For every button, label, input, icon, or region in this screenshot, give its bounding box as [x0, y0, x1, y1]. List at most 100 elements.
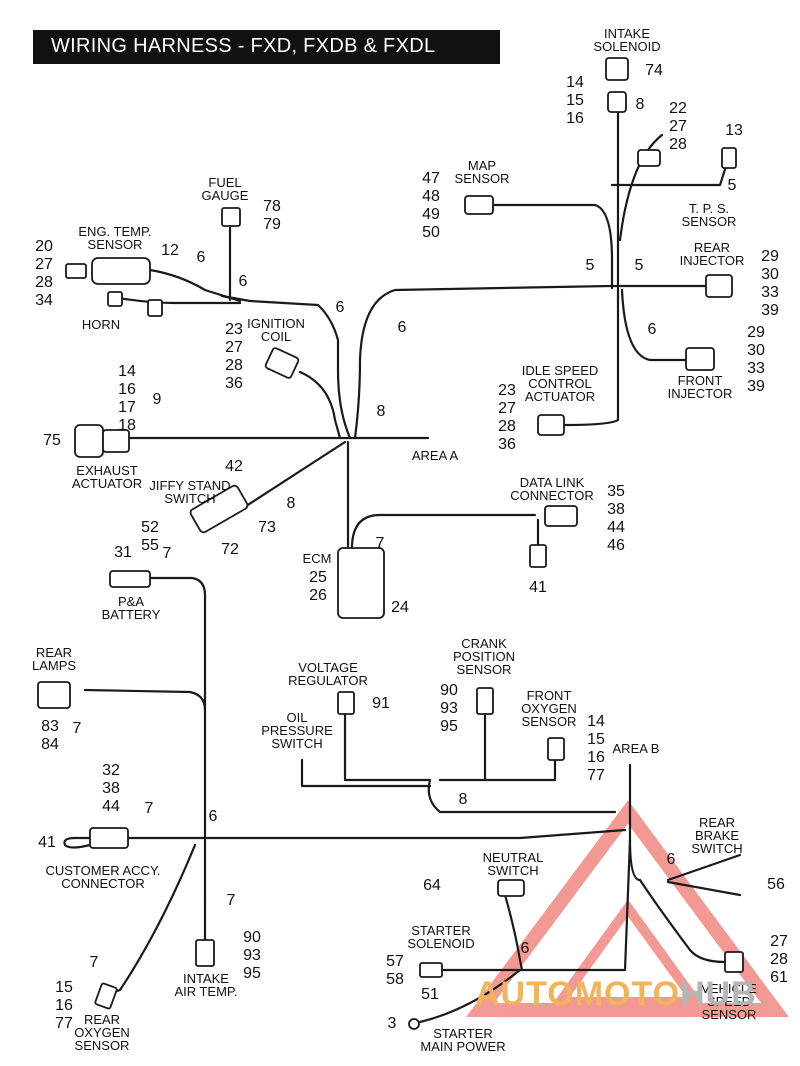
watermark-logo: AUTOMOTOHUB — [475, 975, 757, 1014]
callout-6-starter: 6 — [520, 940, 530, 957]
rear-oxygen-connector-icon — [94, 982, 118, 1010]
vreg-lead — [343, 708, 617, 814]
callout-91: 91 — [372, 695, 390, 712]
callout-12: 12 — [161, 242, 179, 259]
callout-31: 31 — [114, 544, 132, 561]
label-rear-oxygen: REAR OXYGEN SENSOR — [74, 1012, 130, 1053]
label-neutral-switch: NEUTRAL SWITCH — [482, 850, 544, 878]
callout-75: 75 — [43, 432, 61, 449]
map-sensor-connector-icon — [464, 195, 494, 215]
callout-9: 9 — [152, 391, 162, 408]
label-ecm: ECM — [302, 551, 332, 566]
voltage-regulator-connector-icon — [337, 691, 355, 715]
watermark-text-secondary: HUB — [680, 975, 757, 1013]
data-link-connector-icon — [544, 505, 578, 527]
label-area-a: AREA A — [411, 448, 459, 463]
label-rear-injector: REAR INJECTOR — [679, 240, 745, 268]
intake-solenoid-plug-icon — [607, 91, 627, 113]
callout-8-jiffy: 8 — [286, 495, 296, 512]
callout-56: 56 — [767, 876, 785, 893]
callout-6-front-inj: 6 — [647, 321, 657, 338]
rear-o2-lead — [103, 843, 197, 997]
right-column — [563, 108, 620, 427]
oil-pressure-lead — [300, 758, 432, 788]
battery-lead — [148, 576, 207, 902]
callout-8-area-a: 8 — [376, 403, 386, 420]
intake-air-temp-connector-icon — [195, 939, 215, 967]
label-ignition-coil: IGNITION COIL — [247, 316, 305, 344]
callout-29-30-33-39-rear: 29 30 33 39 — [761, 248, 779, 319]
label-jiffy-stand: JIFFY STAND SWITCH — [149, 478, 231, 506]
crank-position-connector-icon — [476, 687, 494, 715]
starter-lead — [438, 838, 632, 972]
label-customer-accy: CUSTOMER ACCY. CONNECTOR — [45, 863, 161, 891]
label-tps-sensor: T. P. S. SENSOR — [681, 201, 737, 229]
data-link-sensor-icon — [529, 544, 547, 568]
callout-23-27-28-36-ign: 23 27 28 36 — [225, 321, 243, 392]
callout-74: 74 — [645, 62, 663, 79]
ecm-to-datalink — [350, 513, 537, 550]
label-pa-battery: P&A BATTERY — [101, 594, 161, 622]
tps-lead — [610, 158, 730, 187]
callout-3: 3 — [387, 1015, 397, 1032]
ignition-coil-connector-icon — [264, 347, 300, 379]
callout-7-battery: 7 — [162, 545, 172, 562]
horn-connector-icon — [107, 291, 123, 307]
label-map-sensor: MAP SENSOR — [454, 158, 510, 186]
callout-6-mid1: 6 — [335, 299, 345, 316]
callout-83-84: 83 84 — [41, 718, 59, 753]
callout-6-center: 6 — [208, 808, 218, 825]
intake-solenoid-connector-icon — [605, 57, 629, 81]
callout-7-accy: 7 — [144, 800, 154, 817]
callout-78-79: 78 79 — [263, 198, 281, 233]
exhaust-actuator-icon — [74, 424, 104, 458]
customer-accy-connector-icon — [89, 827, 129, 849]
ecm-module-icon — [337, 547, 385, 619]
rear-lamps-lead — [83, 688, 207, 712]
label-vehicle-speed: VEHICLE SPEED SENSOR — [701, 981, 757, 1022]
label-rear-brake: REAR BRAKE SWITCH — [691, 815, 743, 856]
starter-main-terminal-icon — [408, 1018, 420, 1030]
callout-6-eng: 6 — [238, 273, 248, 290]
tps-connector-icon — [721, 147, 737, 169]
label-intake-air-temp: INTAKE AIR TEMP. — [174, 971, 238, 999]
label-eng-temp-sensor: ENG. TEMP. SENSOR — [78, 224, 152, 252]
neutral-switch-connector-icon — [497, 879, 525, 897]
label-exhaust-actuator: EXHAUST ACTUATOR — [71, 463, 143, 491]
callout-22-27-28: 22 27 28 — [669, 100, 687, 153]
jiffy-lead — [238, 440, 347, 512]
callout-64: 64 — [423, 877, 441, 894]
jiffy-stand-switch-icon — [189, 484, 249, 534]
label-intake-solenoid: INTAKE SOLENOID — [593, 26, 661, 54]
callout-6-brake: 6 — [666, 851, 676, 868]
callout-6-mid2: 6 — [397, 319, 407, 336]
neutral-lead — [503, 893, 524, 972]
idle-speed-connector-icon — [537, 414, 565, 436]
callout-20-27-28-34: 20 27 28 34 — [35, 238, 53, 309]
label-starter-main-power: STARTER MAIN POWER — [420, 1026, 506, 1054]
starter-main-lead — [418, 968, 522, 1024]
front-oxygen-connector-icon — [547, 737, 565, 761]
trunk-to-left-junction — [220, 294, 352, 440]
callout-14-16-17-18: 14 16 17 18 — [118, 363, 136, 434]
vehicle-speed-connector-icon — [724, 951, 744, 973]
callout-7-ecm: 7 — [375, 535, 385, 552]
label-front-oxygen: FRONT OXYGEN SENSOR — [521, 688, 577, 729]
label-starter-solenoid: STARTER SOLENOID — [407, 923, 475, 951]
title-bar: WIRING HARNESS - FXD, FXDB & FXDL — [33, 30, 500, 64]
callout-7-lamps: 7 — [72, 720, 82, 737]
callout-35-38-44-46: 35 38 44 46 — [607, 483, 625, 554]
front-injector-connector-icon — [685, 347, 715, 371]
callout-5-left: 5 — [585, 257, 595, 274]
callout-7-rear-o2: 7 — [89, 954, 99, 971]
label-horn: HORN — [81, 317, 121, 332]
eng-temp-connector-icon — [65, 263, 87, 279]
callout-24: 24 — [391, 599, 409, 616]
map-sensor-lead — [488, 203, 614, 290]
callout-57-58: 57 58 — [386, 953, 404, 988]
callout-72: 72 — [221, 541, 239, 558]
callout-42: 42 — [225, 458, 243, 475]
callout-52-55: 52 55 — [141, 519, 159, 554]
